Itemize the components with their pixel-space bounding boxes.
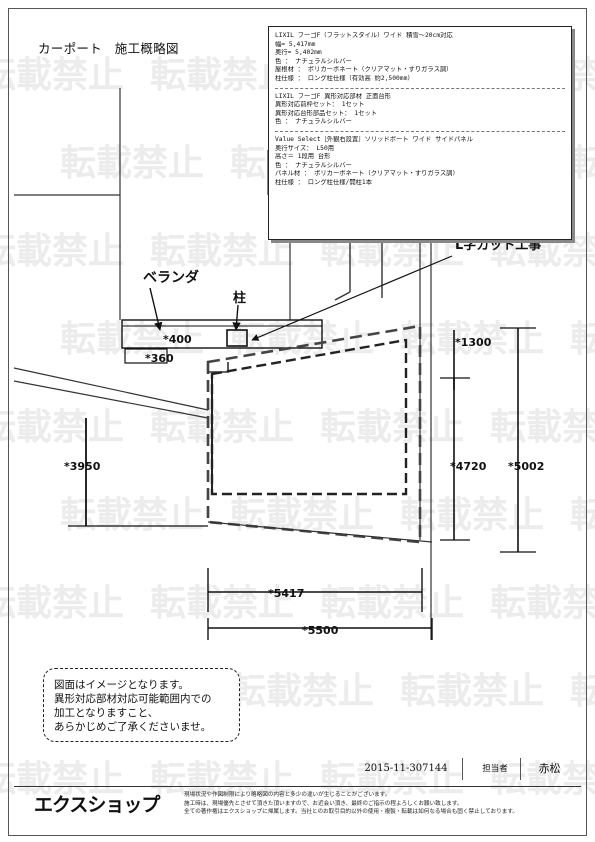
spec-line: 異形対応台形部品セット： 1セット — [275, 109, 378, 117]
spec-box: LIXIL フーゴF（フラットスタイル）ワイド 積雪～20cm対応幅= 5,41… — [268, 26, 572, 240]
spec-line: 異形対応前枠セット： 1セット — [275, 101, 365, 109]
disclaimer-line: 全ての著作権はエクスショップに帰属します。当社とのお取引目的以外の使用・複製・転… — [184, 809, 518, 815]
note-line: あらかじめご了承くださいませ。 — [54, 721, 212, 733]
label-dim-3950: *3950 — [64, 460, 101, 473]
pillar-mark — [226, 329, 248, 347]
spec-line: 高さ＝ 1段用 台形 — [275, 153, 331, 161]
drawing-frame — [8, 8, 587, 836]
note-line: 異形対応部材対応可能範囲内での — [54, 693, 212, 705]
spec-line: パネル材 ： ポリカーボネート（クリアマット・すりガラス調） — [275, 170, 459, 178]
spec-divider — [275, 87, 565, 89]
carport-outline — [206, 324, 422, 544]
spec-section-sidepanel: Value Select［外観右設置］ソリッドポート ワイド サイドパネル奥行サ… — [275, 136, 565, 188]
staff-label: 担当者 — [470, 758, 521, 780]
pillar-leader — [232, 304, 241, 331]
spec-divider — [275, 130, 565, 132]
spec-line: 色 ： ナチュラルシルバー — [275, 161, 352, 169]
spec-line: LIXIL フーゴF 異形対応部材 正面台形 — [275, 92, 391, 100]
step-box — [124, 348, 168, 364]
house-wall-6 — [334, 291, 351, 301]
company-logo: エクスショップ — [34, 794, 160, 816]
disclaimer: 現場状況や作図制限により略略図の内容と多少の違いが生じることがございます。 施工… — [184, 791, 584, 817]
spec-section-parts: LIXIL フーゴF 異形対応部材 正面台形異形対応前枠セット： 1セット異形対… — [275, 93, 565, 127]
label-l-cut: L字カット工事 — [455, 237, 541, 253]
spec-line: 奥行= 5,402mm — [275, 49, 322, 57]
road-line-1 — [13, 367, 209, 411]
spec-line: 色 ： ナチュラルシルバー — [275, 57, 352, 65]
label-dim-5002: *5002 — [508, 460, 544, 473]
label-dim-360: *360 — [145, 352, 174, 365]
label-dim-4720: *4720 — [450, 460, 487, 473]
spec-line: LIXIL フーゴF（フラットスタイル）ワイド 積雪～20cm対応 — [275, 32, 453, 39]
label-dim-400: *400 — [163, 333, 192, 346]
l-cut-leader — [251, 255, 453, 341]
image-note-box: 図面はイメージとなります。 異形対応部材対応可能範囲内での 加工となりますこと、… — [43, 668, 240, 742]
staff-name: 赤松 — [538, 762, 561, 775]
veranda-leader — [149, 287, 163, 331]
note-line: 加工となりますこと、 — [54, 707, 159, 719]
footer-divider — [14, 786, 581, 787]
spec-line: Value Select［外観右設置］ソリッドポート ワイド サイドパネル — [275, 135, 473, 143]
note-line: 図面はイメージとなります。 — [54, 679, 189, 691]
drawing-title: カーポート 施工概略図 — [38, 41, 179, 56]
spec-line: 色 ： ナチュラルシルバー — [275, 118, 352, 126]
disclaimer-line: 現場状況や作図制限により略略図の内容と多少の違いが生じることがございます。 — [184, 792, 391, 798]
spec-line: 柱仕様 ： ロング柱仕様/開柱1本 — [275, 178, 373, 186]
label-pillar: 柱 — [233, 290, 246, 306]
spec-line: 幅= 5,417mm — [275, 40, 316, 48]
veranda-outline — [121, 319, 323, 349]
label-dim-5500: *5500 — [302, 624, 339, 637]
roof-outline — [210, 338, 408, 496]
drawing-code: 2015-11-307144 — [350, 758, 463, 780]
label-dim-5417: *5417 — [268, 587, 304, 600]
l-cut-notch — [208, 362, 229, 373]
ground-line — [207, 521, 433, 543]
spec-line: 奥行サイズ： L50用 — [275, 144, 335, 152]
label-dim-1300: *1300 — [455, 336, 492, 349]
disclaimer-line: 施工時は、現場優先とさせて頂きた頂いますので、お近会い頂き、最終のご指示の程よろ… — [184, 800, 463, 807]
spec-section-carport: LIXIL フーゴF（フラットスタイル）ワイド 積雪～20cm対応幅= 5,41… — [275, 32, 565, 84]
spec-line: 屋根材 ： ポリカーボネート（クリアマット・すりガラス調） — [275, 66, 453, 74]
spec-line: 柱仕様 ： ロング柱仕様（有効高 約2,500mm） — [275, 74, 414, 82]
road-line-2 — [13, 380, 209, 419]
label-veranda: ベランダ — [143, 269, 199, 286]
